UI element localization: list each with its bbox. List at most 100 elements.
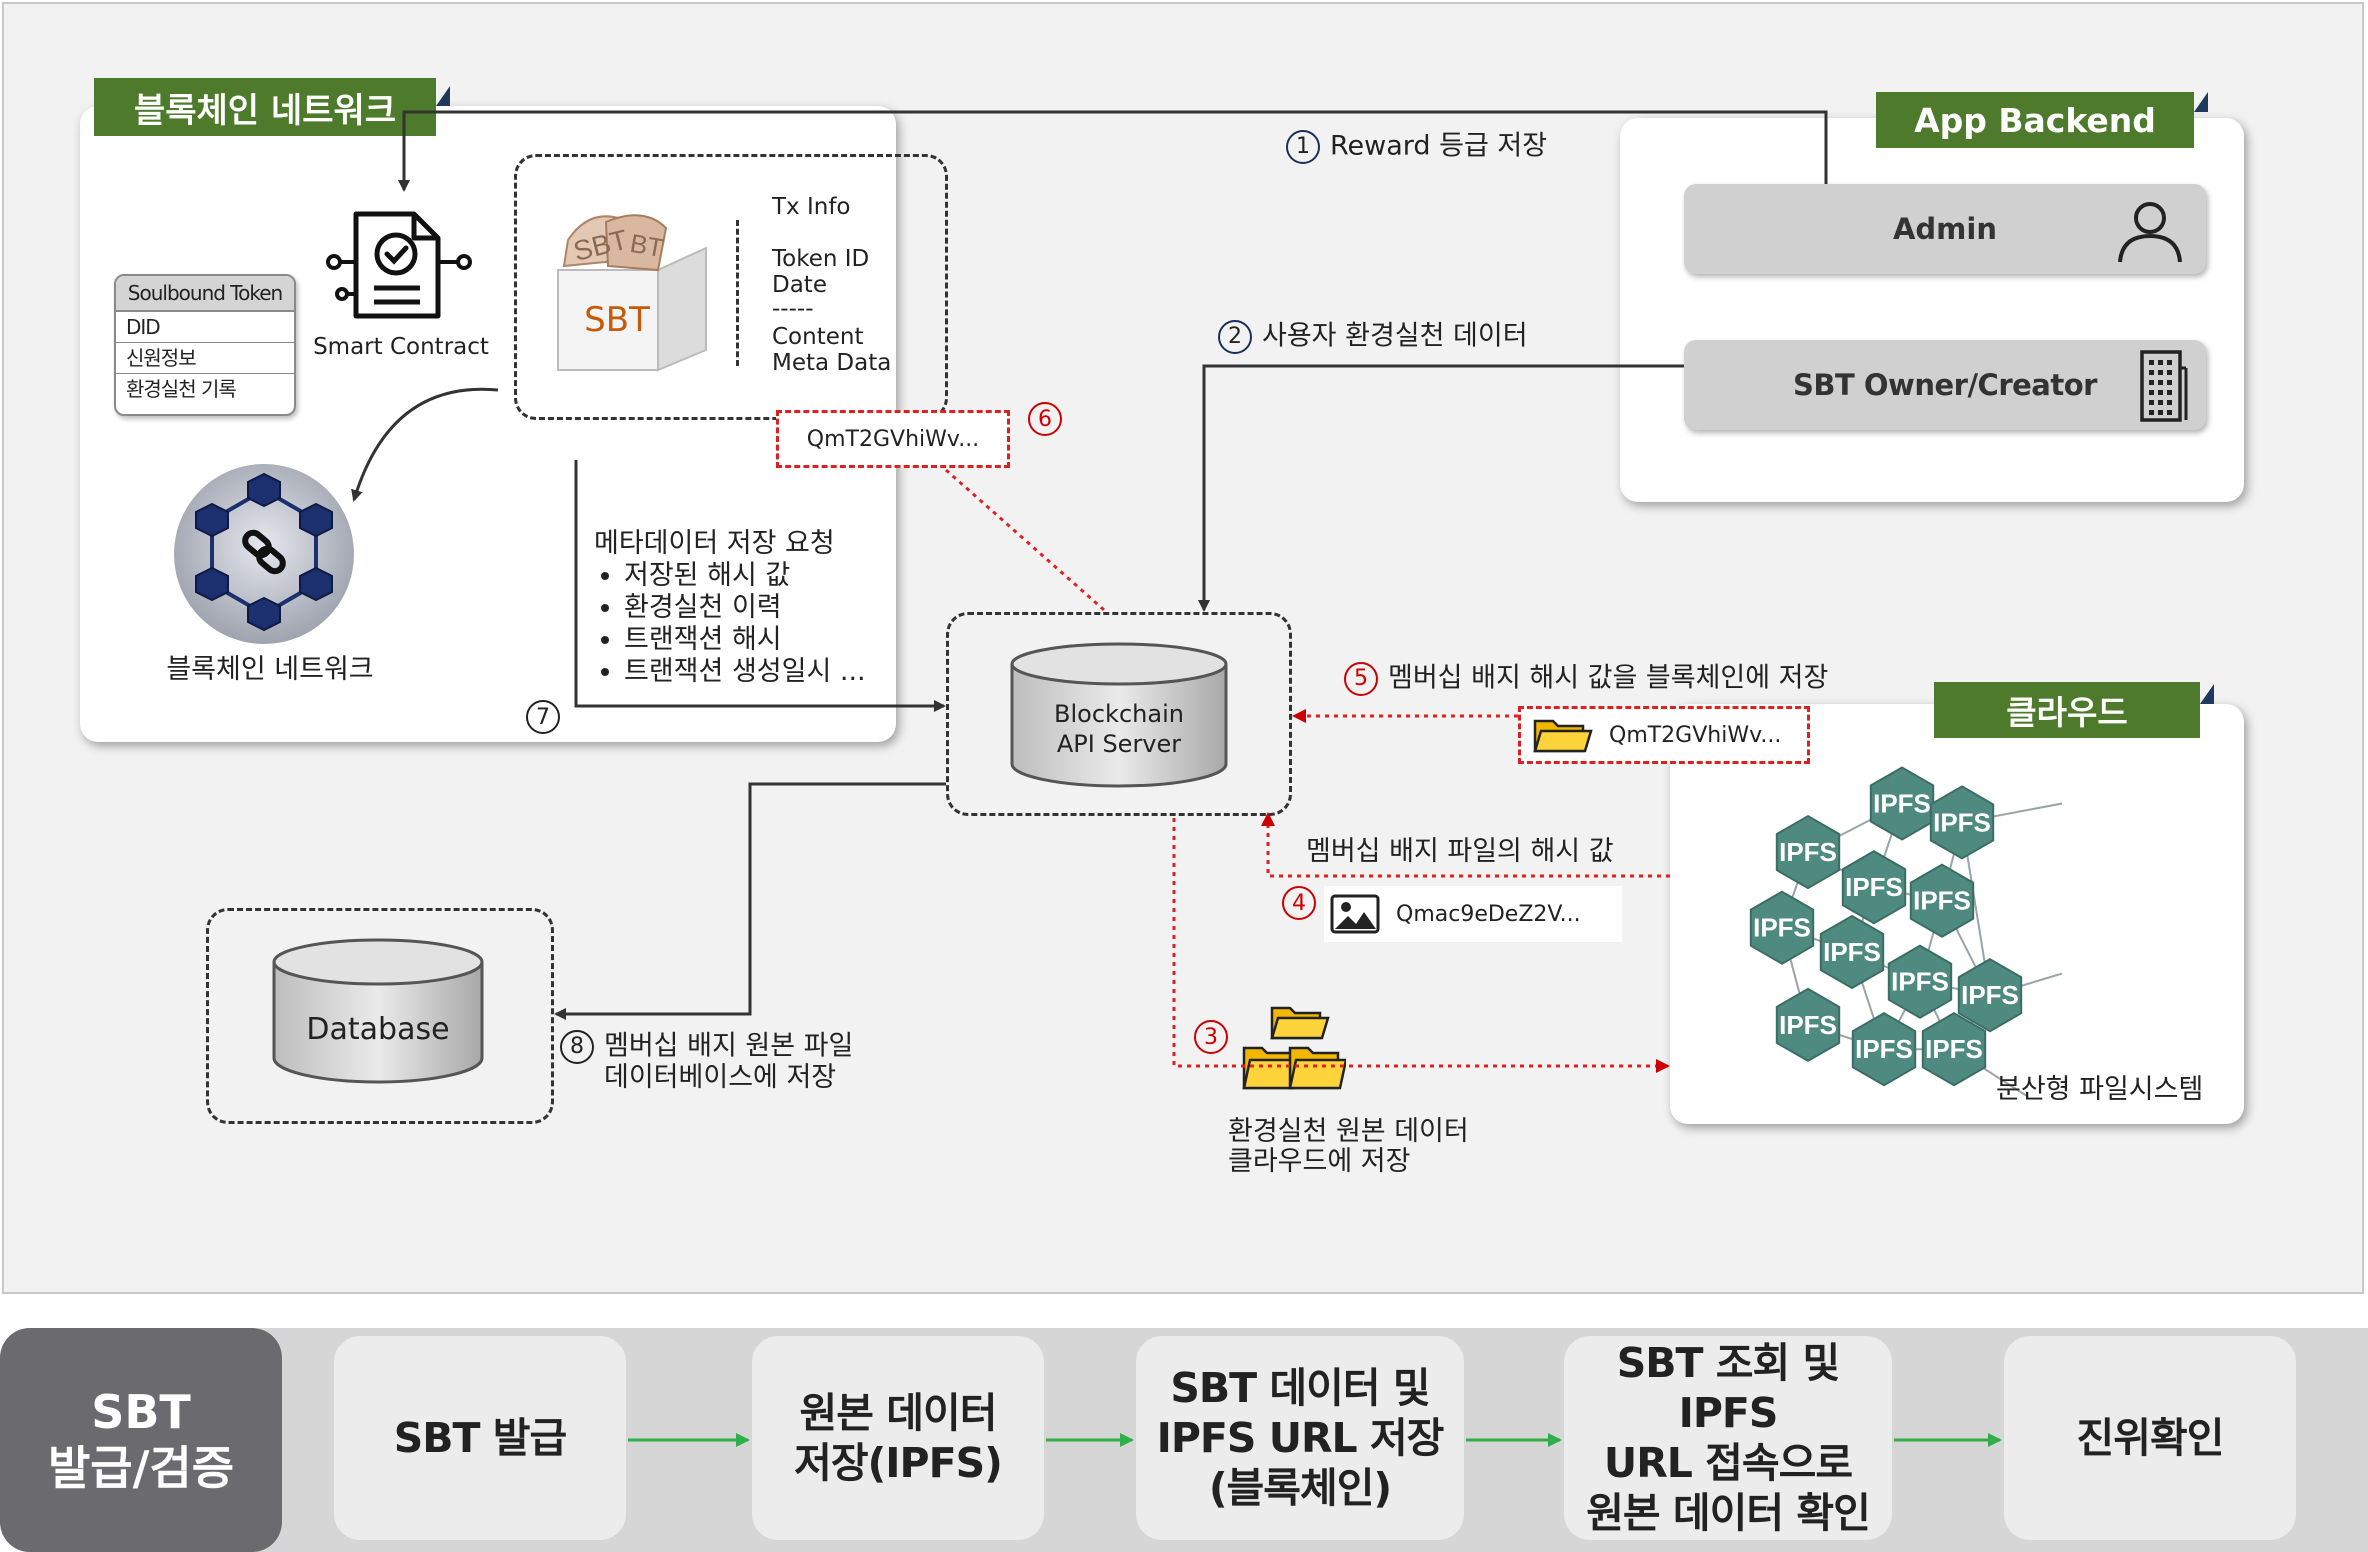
sbt-owner-label: SBT Owner/Creator [1793,368,2097,402]
blockchain-tag-label: 블록체인 네트워크 [133,90,397,131]
sbt-meta-data: Meta Data [772,350,892,376]
metadata-item: 환경실천 이력 [624,592,914,624]
metadata-line [574,460,946,712]
reward-line [398,110,1828,192]
sbt-owner-row[interactable]: SBT Owner/Creator [1684,340,2206,430]
soulbound-row-identity: 신원정보 [116,343,294,374]
step-3-text-1: 환경실천 원본 데이터 [1228,1116,1469,1147]
blockchain-panel [80,106,896,742]
cloud-tag-corner [2200,684,2214,704]
step-4-number: 4 [1282,886,1316,920]
ipfs-node: IPFS [1851,1012,1917,1087]
connectors-layer [351,110,1828,1073]
metadata-request-title: 메타데이터 저장 요청 [594,528,835,559]
flow-step-line: 원본 데이터 [799,1389,998,1437]
step-8-text-2: 데이터베이스에 저장 [604,1062,837,1093]
soulbound-row-did: DID [116,312,294,343]
step-4-label: 멤버십 배지 파일의 해시 값 [1306,836,1614,867]
step-1-number: 1 [1286,130,1320,164]
step-8-text-1: 멤버십 배지 원본 파일 [604,1030,854,1062]
hash-6-line [945,468,1105,612]
ipfs-hex [1851,1012,1917,1087]
sbt-separator: ----- [772,296,814,322]
database-line [554,782,946,1020]
api-server-label-1: Blockchain [1054,700,1184,728]
blockchain-network-icon [174,464,354,644]
step-3-number: 3 [1194,1020,1228,1054]
soulbound-token-header: Soulbound Token [116,276,294,312]
ipfs-hex [1957,958,2023,1033]
flow-step-line: SBT 발급 [393,1414,567,1462]
user-icon [2118,202,2182,263]
step-1-label: 1 Reward 등급 저장 [1286,130,1547,164]
hash-value-4: Qmac9eDeZ2V... [1396,901,1581,927]
metadata-item: 트랜잭션 해시 [624,624,914,656]
ipfs-node: IPFS [1819,914,1885,990]
step-1-text: Reward 등급 저장 [1330,130,1548,162]
sbt-package-icon: SBT BT [557,214,707,372]
cloud-caption: 분산형 파일시스템 [1996,1074,2204,1105]
flow-step-line: SBT 데이터 및 [1170,1364,1430,1412]
flow-step-line: URL 접속으로 [1603,1439,1853,1487]
ipfs-node: IPFS [1869,766,1935,841]
ipfs-node-label: IPFS [1823,937,1881,967]
cloud-tag-label: 클라우드 [2006,693,2128,732]
building-icon [2140,350,2188,422]
step-3-text-2: 클라우드에 저장 [1228,1146,1411,1177]
metadata-request: 메타데이터 저장 요청 저장된 해시 값 환경실천 이력 트랜잭션 해시 트랜잭… [594,528,914,688]
user-data-line [1198,364,1684,612]
ipfs-node-label: IPFS [1855,1034,1913,1064]
step-3-line [1172,818,1670,1073]
image-icon [1330,894,1380,934]
ipfs-hex [1887,944,1953,1019]
step-7-number: 7 [526,700,560,734]
cloud-tag: 클라우드 [1934,682,2200,738]
app-backend-tag-label: App Backend [1914,100,2156,140]
smart-contract-icon [326,211,472,319]
flow-step-authenticity: 진위확인 [2004,1336,2296,1540]
ipfs-hex [1841,850,1907,925]
flow-step-line: 저장(IPFS) [794,1439,1003,1487]
soulbound-row-eco-record: 환경실천 기록 [126,377,237,401]
database-box [206,908,554,1124]
ipfs-node-label: IPFS [1961,980,2019,1010]
step-5-number: 5 [1344,662,1378,696]
ipfs-hex [1749,890,1815,965]
metadata-request-list: 저장된 해시 값 환경실천 이력 트랜잭션 해시 트랜잭션 생성일시 ... [594,560,914,688]
step-2-number: 2 [1218,320,1252,354]
flow-step-line: IPFS URL 저장 [1156,1414,1445,1462]
sbt-box [514,154,948,420]
metadata-item: 저장된 해시 값 [624,560,914,592]
hash-value-6: QmT2GVhiWv... [806,426,980,452]
ipfs-node-label: IPFS [1779,837,1837,867]
sbt-tx-info: Tx Info [772,194,851,220]
flow-step-line: 진위확인 [2076,1414,2225,1462]
admin-row[interactable]: Admin [1684,184,2206,274]
ipfs-hex [1775,814,1841,890]
ipfs-node-label: IPFS [1891,967,1949,997]
step-6-marker: 6 [1028,402,1072,436]
app-backend-tag: App Backend [1876,92,2194,148]
hash-box-6: QmT2GVhiWv... [776,410,1010,468]
ipfs-node: IPFS [1921,1012,1987,1087]
sbt-divider [736,220,739,366]
hash-box-5: QmT2GVhiWv... [1518,706,1810,764]
flow-step-line: (블록체인) [1208,1464,1392,1512]
ipfs-node: IPFS [1957,958,2023,1033]
ipfs-node: IPFS [1775,814,1841,890]
metadata-item: 트랜잭션 생성일시 ... [624,656,914,688]
ipfs-node-label: IPFS [1933,807,1991,837]
ipfs-node-label: IPFS [1873,789,1931,819]
ipfs-node-label: IPFS [1779,1010,1837,1040]
ipfs-node: IPFS [1887,944,1953,1019]
ipfs-node-label: IPFS [1845,872,1903,902]
ipfs-node-label: IPFS [1753,913,1811,943]
app-backend-panel [1620,118,2244,502]
sbt-token-id: Token ID [772,246,870,272]
